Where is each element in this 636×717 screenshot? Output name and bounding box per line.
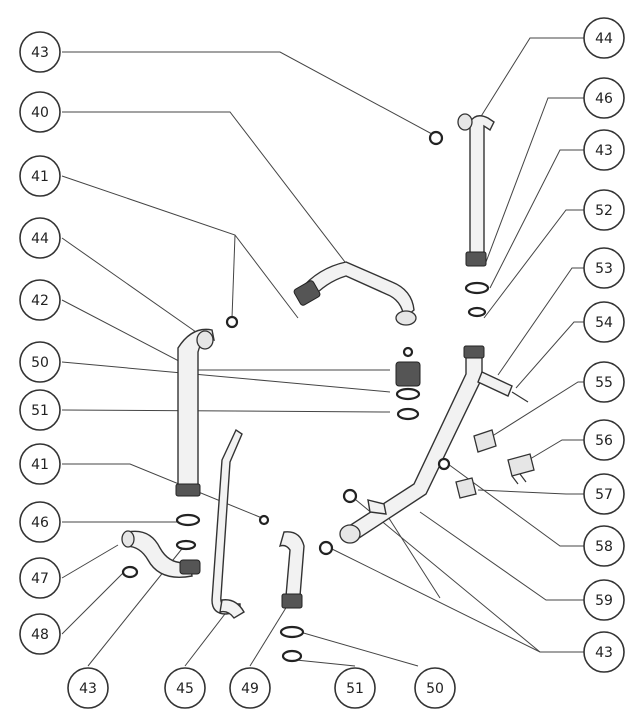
svg-text:45: 45 bbox=[176, 681, 194, 697]
svg-text:54: 54 bbox=[595, 315, 613, 331]
callout-43-top-left: 43 bbox=[19, 31, 61, 73]
callout-44-left: 44 bbox=[19, 217, 61, 259]
svg-text:53: 53 bbox=[595, 261, 613, 277]
callout-40: 40 bbox=[19, 91, 61, 133]
svg-text:43: 43 bbox=[31, 45, 49, 61]
svg-text:58: 58 bbox=[595, 539, 613, 555]
callout-50-bottom: 50 bbox=[414, 667, 456, 709]
svg-text:51: 51 bbox=[346, 681, 364, 697]
long-thin-tube bbox=[211, 428, 245, 619]
svg-text:41: 41 bbox=[31, 169, 49, 185]
svg-text:46: 46 bbox=[595, 91, 613, 107]
callout-51-left: 51 bbox=[19, 389, 61, 431]
svg-text:59: 59 bbox=[595, 593, 613, 609]
callout-43-right-lower: 43 bbox=[583, 631, 625, 673]
svg-text:50: 50 bbox=[426, 681, 444, 697]
left-tube-assembly bbox=[121, 328, 215, 579]
callout-55: 55 bbox=[583, 361, 625, 403]
callout-43-bottom-left: 43 bbox=[67, 667, 109, 709]
svg-text:52: 52 bbox=[595, 203, 613, 219]
right-tube-assembly bbox=[428, 113, 495, 318]
callout-46-right: 46 bbox=[583, 77, 625, 119]
svg-text:50: 50 bbox=[31, 355, 49, 371]
callout-46-left: 46 bbox=[19, 501, 61, 543]
svg-text:43: 43 bbox=[595, 645, 613, 661]
callout-41-lower: 41 bbox=[19, 443, 61, 485]
callout-50-left: 50 bbox=[19, 341, 61, 383]
svg-text:49: 49 bbox=[241, 681, 259, 697]
svg-text:57: 57 bbox=[595, 487, 613, 503]
callout-group: 43 40 41 44 42 50 51 41 46 47 48 43 45 4… bbox=[19, 17, 625, 709]
svg-text:40: 40 bbox=[31, 105, 49, 121]
svg-text:43: 43 bbox=[79, 681, 97, 697]
svg-text:56: 56 bbox=[595, 433, 613, 449]
callout-41-upper: 41 bbox=[19, 155, 61, 197]
leader-lines bbox=[61, 37, 586, 667]
svg-text:42: 42 bbox=[31, 293, 49, 309]
svg-text:43: 43 bbox=[595, 143, 613, 159]
svg-text:44: 44 bbox=[31, 231, 49, 247]
svg-text:41: 41 bbox=[31, 457, 49, 473]
svg-text:47: 47 bbox=[31, 571, 49, 587]
svg-text:55: 55 bbox=[595, 375, 613, 391]
svg-text:46: 46 bbox=[31, 515, 49, 531]
callout-42: 42 bbox=[19, 279, 61, 321]
callout-54: 54 bbox=[583, 301, 625, 343]
callout-51-bottom: 51 bbox=[334, 667, 376, 709]
callout-56: 56 bbox=[583, 419, 625, 461]
callout-43-right-upper: 43 bbox=[583, 129, 625, 171]
callout-47: 47 bbox=[19, 557, 61, 599]
callout-48: 48 bbox=[19, 613, 61, 655]
center-lower-pipe bbox=[258, 514, 305, 663]
callout-52: 52 bbox=[583, 189, 625, 231]
center-upper-pipe bbox=[225, 261, 421, 421]
svg-text:48: 48 bbox=[31, 627, 49, 643]
callout-59: 59 bbox=[583, 579, 625, 621]
svg-text:44: 44 bbox=[595, 31, 613, 47]
svg-text:51: 51 bbox=[31, 403, 49, 419]
callout-57: 57 bbox=[583, 473, 625, 515]
right-lower-assembly bbox=[318, 345, 535, 556]
callout-45: 45 bbox=[164, 667, 206, 709]
callout-58: 58 bbox=[583, 525, 625, 567]
callout-53: 53 bbox=[583, 247, 625, 289]
callout-44-right: 44 bbox=[583, 17, 625, 59]
callout-49: 49 bbox=[229, 667, 271, 709]
